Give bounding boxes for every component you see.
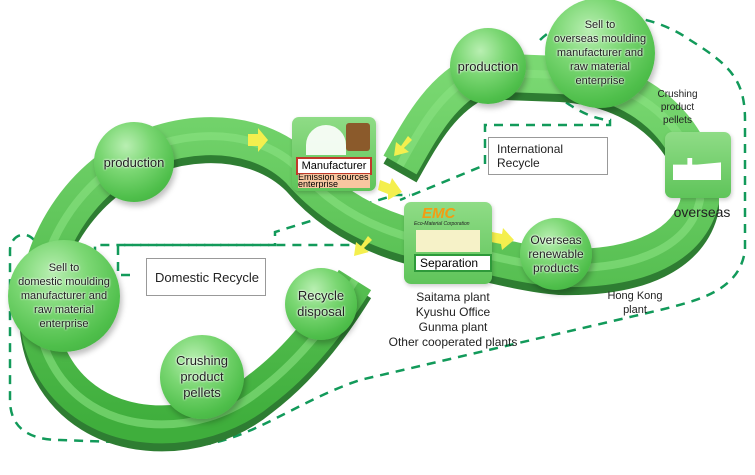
line: Crushing (175, 353, 229, 368)
line: Sell to (48, 262, 80, 274)
line: plant (623, 304, 647, 316)
company-name: Eco-Material Corporation (414, 221, 470, 227)
international-inner-boundary (399, 29, 612, 202)
manufacturer-subtitle: Emission sources enterprise (298, 174, 370, 188)
city-buildings-icon (306, 125, 346, 155)
line: Overseas (530, 233, 582, 247)
node-production-top: production (450, 28, 526, 104)
node-crushing-pellets: Crushing product pellets (160, 335, 244, 419)
international-recycle-box: International Recycle (488, 137, 608, 175)
arrow-icon (491, 228, 514, 250)
separation-title: Separation (414, 254, 492, 272)
line: Other cooperated plants (388, 335, 518, 349)
line: overseas moulding (553, 33, 647, 45)
node-recycle-disposal: Recycle disposal (285, 268, 357, 340)
arrow-icon (378, 178, 402, 200)
line: pellets (183, 385, 221, 400)
line: enterprise (39, 318, 89, 330)
node-label: Recycle disposal (297, 288, 345, 320)
line: raw material (34, 304, 94, 316)
node-sell-domestic: Sell to domestic moulding manufacturer a… (8, 240, 120, 352)
line: product (180, 369, 224, 384)
arrow-icon (354, 236, 372, 256)
line: manufacturer and (20, 290, 108, 302)
house-icon (346, 123, 370, 151)
arrow-icon (394, 136, 412, 156)
line: Recycle (297, 288, 345, 303)
node-label: Crushing product pellets (176, 353, 228, 401)
line: Gunma plant (418, 320, 488, 334)
manufacturer-title: Manufacturer (296, 157, 372, 175)
domestic-recycle-box: Domestic Recycle (146, 258, 266, 296)
emc-logo: EMC (422, 205, 456, 222)
node-sell-overseas: Sell to overseas moulding manufacturer a… (545, 0, 655, 108)
line: products (532, 261, 580, 275)
line: enterprise (575, 75, 625, 87)
japan-plants-label: Saitama plant Kyushu Office Gunma plant … (368, 290, 538, 350)
line: Kyushu Office (415, 305, 491, 319)
node-label: production (457, 58, 519, 74)
node-production-left: production (94, 122, 174, 202)
node-label: production (103, 154, 165, 170)
crushing-top-label: Crushing product pellets (650, 88, 705, 127)
line: product (660, 102, 695, 113)
overseas-tile (665, 132, 731, 198)
line: Crushing (657, 89, 698, 100)
line: manufacturer and (556, 47, 644, 59)
line: disposal (297, 304, 345, 319)
manufacturer-tile: Manufacturer Emission sources enterprise (292, 117, 376, 191)
line: raw material (570, 61, 630, 73)
line: pellets (663, 115, 692, 126)
line: Emission sources (298, 174, 369, 182)
node-overseas-products: Overseas renewable products (520, 218, 592, 290)
node-label: Sell to overseas moulding manufacturer a… (554, 18, 646, 88)
line: Hong Kong (607, 290, 663, 302)
arrow-icon (248, 128, 268, 152)
factory-icon (673, 158, 721, 180)
international-recycle-boundary (8, 14, 747, 447)
hong-kong-label: Hong Kong plant (605, 289, 665, 317)
line: Saitama plant (416, 290, 490, 304)
separation-tile: EMC Eco-Material Corporation Separation (404, 202, 492, 284)
line: renewable (528, 247, 584, 261)
line: enterprise (298, 179, 339, 189)
node-label: Sell to domestic moulding manufacturer a… (18, 261, 110, 331)
factory-icon (416, 230, 480, 252)
line: Sell to (584, 19, 616, 31)
line: domestic moulding (18, 276, 110, 288)
node-label: Overseas renewable products (528, 233, 583, 275)
overseas-label: overseas (673, 204, 731, 220)
